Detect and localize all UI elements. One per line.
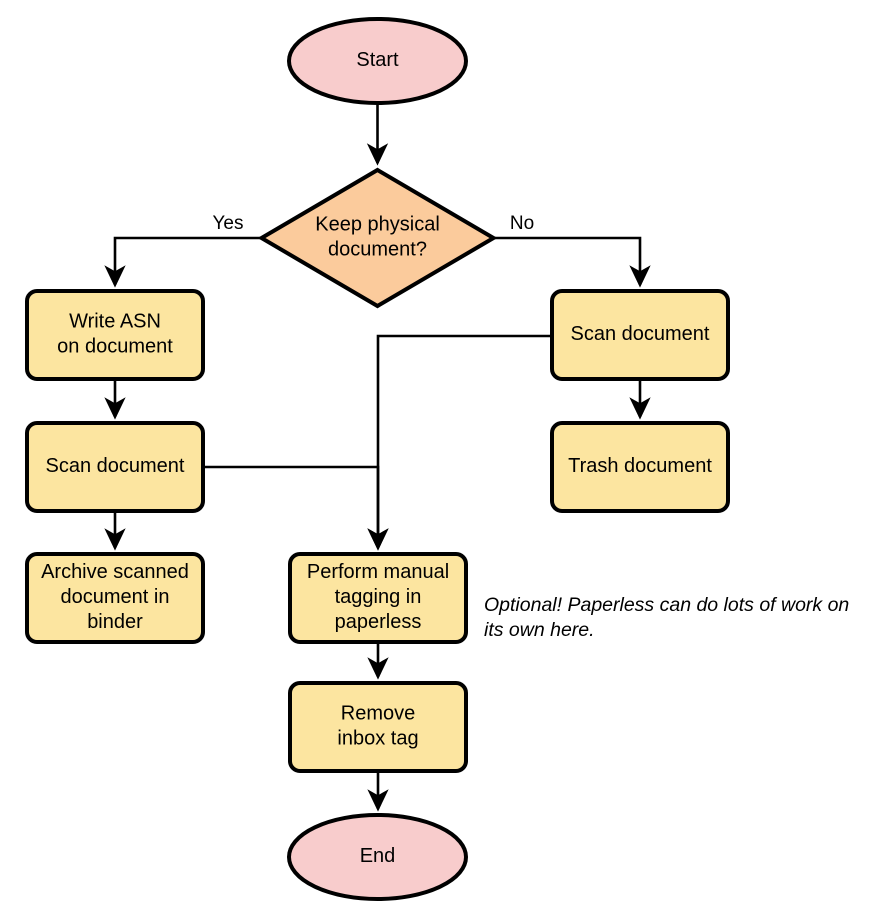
node-label-trash: Trash document <box>568 455 712 477</box>
node-shape-diamond <box>257 167 498 309</box>
node-start[interactable]: Start <box>287 17 468 105</box>
edge-label-no-label: No <box>510 213 534 234</box>
edge-label-yes-label: Yes <box>213 213 244 234</box>
edges-layer <box>104 103 651 812</box>
node-scan_left[interactable]: Scan document <box>25 421 205 513</box>
annotations-layer: Optional! Paperless can do lots of work … <box>484 594 849 641</box>
edge-scan-left-to-tagging <box>203 465 389 551</box>
node-shape-ellipse <box>287 17 468 105</box>
node-shape-rect <box>288 681 468 773</box>
node-trash[interactable]: Trash document <box>550 421 730 513</box>
node-shape-ellipse <box>287 813 468 901</box>
node-shape-rect <box>550 289 730 381</box>
edge-scan-right-to-tagging <box>367 334 552 551</box>
node-label-scan_left: Scan document <box>46 455 185 477</box>
node-label-end: End <box>360 845 396 867</box>
node-shape-rect <box>25 421 205 513</box>
node-shape-rect <box>25 552 205 644</box>
annotation-optional-note: Optional! Paperless can do lots of work … <box>484 594 849 641</box>
node-shape-rect <box>550 421 730 513</box>
node-scan_right[interactable]: Scan document <box>550 289 730 381</box>
node-end[interactable]: End <box>287 813 468 901</box>
edge-decision-no <box>493 236 651 288</box>
node-label-start: Start <box>356 49 399 71</box>
node-shape-rect <box>288 552 468 644</box>
node-shape-rect <box>25 289 205 381</box>
edge-labels-layer: Yes No <box>213 213 535 234</box>
edge-decision-yes <box>104 236 262 288</box>
node-label-scan_right: Scan document <box>571 323 710 345</box>
